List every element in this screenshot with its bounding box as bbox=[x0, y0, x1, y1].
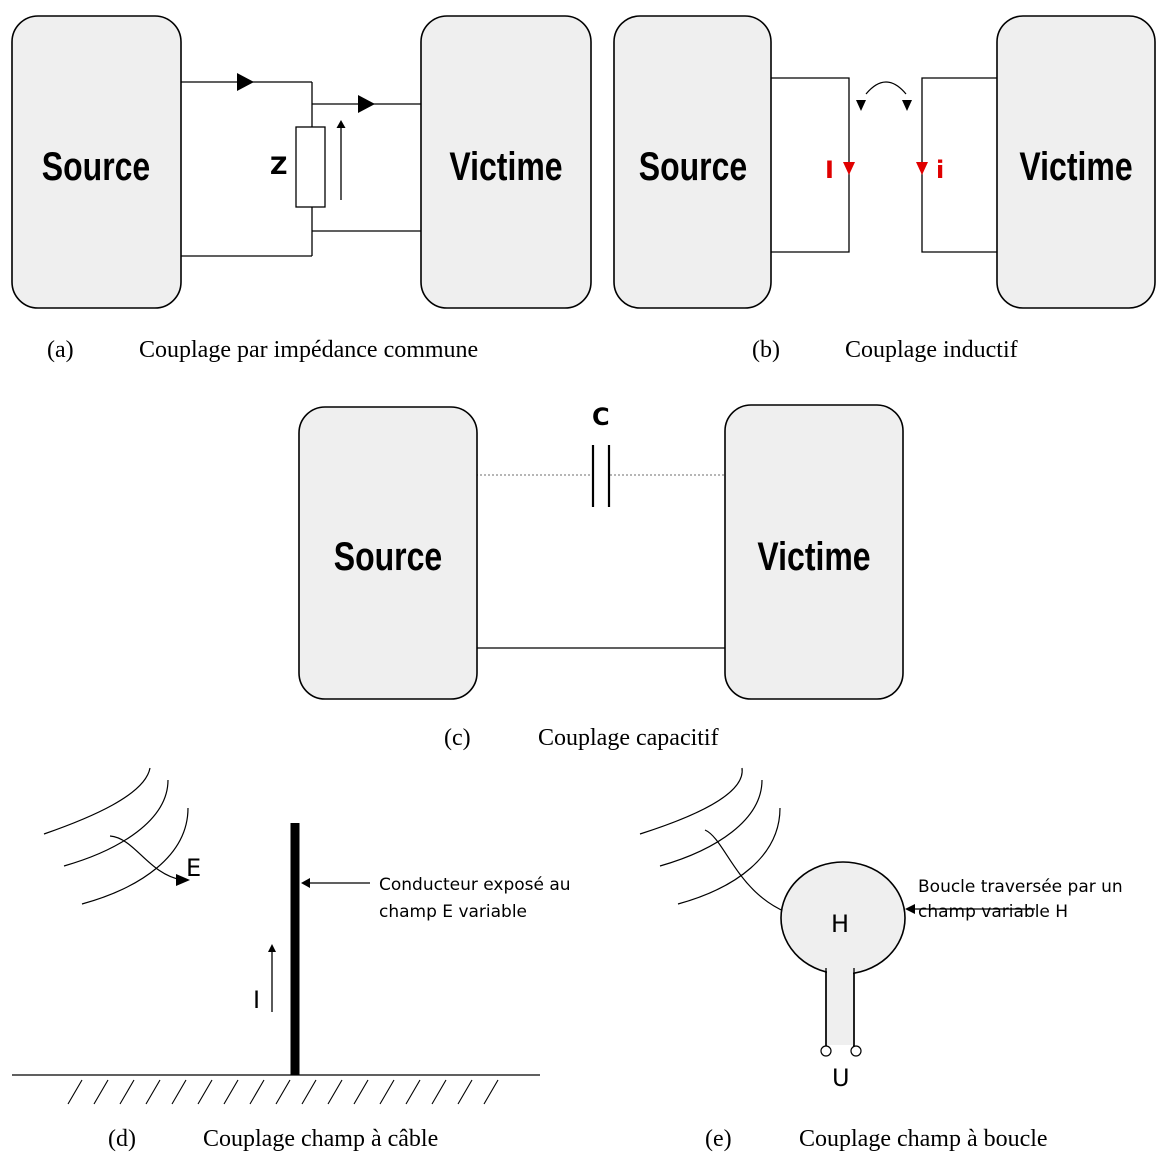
panel-e-wavefront-3 bbox=[677, 807, 781, 905]
panel-b-caption-letter: (b) bbox=[752, 337, 780, 363]
panel-e-voltage-label: U bbox=[832, 1064, 850, 1092]
panel-a-victim-label: Victime bbox=[449, 144, 562, 189]
panel-e-field-label: H bbox=[831, 910, 849, 938]
panel-b-mutual-arrow-right bbox=[902, 100, 912, 111]
panel-b-victim-loop bbox=[921, 77, 998, 253]
panel-e-annotation-arrow-head bbox=[905, 904, 915, 914]
panel-d-wavefront-2 bbox=[63, 779, 169, 867]
panel-d-annotation-line1: Conducteur exposé au bbox=[379, 875, 571, 895]
panel-e-caption-letter: (e) bbox=[705, 1126, 732, 1152]
panel-e-caption: Couplage champ à boucle bbox=[799, 1126, 1048, 1152]
panel-a-current-arrow-2 bbox=[358, 95, 375, 113]
panel-e-annotation-line1: Boucle traversée par un bbox=[918, 877, 1123, 897]
panel-a-caption: Couplage par impédance commune bbox=[139, 337, 478, 363]
panel-e-terminal-left bbox=[820, 1045, 832, 1057]
panel-d-caption: Couplage champ à câble bbox=[203, 1126, 438, 1152]
panel-e-terminal-right bbox=[850, 1045, 862, 1057]
panel-a-impedance-symbol bbox=[295, 126, 326, 208]
panel-c-source-label: Source bbox=[334, 534, 442, 579]
panel-a-victim-box bbox=[420, 15, 592, 309]
panel-c-victim-box bbox=[724, 404, 904, 700]
panel-d-field-label: E bbox=[186, 854, 201, 882]
panel-d-caption-letter: (d) bbox=[108, 1126, 136, 1152]
panel-e-loop-lead-mask bbox=[827, 960, 853, 990]
panel-c-capacitor-label: C bbox=[592, 403, 610, 431]
panel-a-impedance-label: Z bbox=[270, 152, 287, 180]
panel-a-caption-letter: (a) bbox=[47, 337, 74, 363]
panel-c-caption: Couplage capacitif bbox=[538, 725, 719, 751]
panel-d-current-label: I bbox=[253, 986, 260, 1014]
panel-b-source-current-arrow bbox=[843, 162, 855, 175]
panel-b-victim-label: Victime bbox=[1019, 144, 1132, 189]
panel-d-current-arrow-head bbox=[268, 944, 276, 952]
panel-a-current-arrow-1 bbox=[237, 73, 254, 91]
panel-a-common-impedance: Z Source Victime (a) Couplage par impéda… bbox=[11, 15, 592, 363]
panel-d-field-arrow-curve bbox=[109, 835, 183, 881]
panel-b-caption: Couplage inductif bbox=[845, 337, 1018, 363]
panel-a-voltage-arrow-head bbox=[336, 120, 346, 128]
panel-e-wavefront-2 bbox=[659, 779, 763, 867]
panel-d-ground-hatching bbox=[67, 1079, 499, 1105]
panel-b-victim-box bbox=[996, 15, 1156, 309]
panel-c-capacitive: C Source Victime (c) Couplage capacitif bbox=[298, 403, 904, 751]
panel-c-victim-label: Victime bbox=[757, 534, 870, 579]
panel-d-field-arrow-head bbox=[176, 874, 190, 886]
panel-e-field-to-loop: H U Boucle traversée par un champ variab… bbox=[639, 767, 1123, 1152]
panel-b-source-label: Source bbox=[639, 144, 747, 189]
panel-a-source-box bbox=[11, 15, 182, 309]
panel-c-caption-letter: (c) bbox=[444, 725, 471, 751]
panel-d-field-to-cable: E Conducteur exposé au champ E variable … bbox=[12, 767, 571, 1152]
panel-c-source-box bbox=[298, 406, 478, 700]
panel-e-annotation-line2: champ variable H bbox=[918, 902, 1068, 922]
panel-e-wavefront-1 bbox=[639, 767, 743, 835]
panel-d-wavefront-3 bbox=[81, 807, 189, 905]
panel-d-annotation-arrow-head bbox=[301, 878, 310, 888]
panel-b-mutual-coupling-arc bbox=[865, 81, 907, 95]
panel-b-victim-current-label: i bbox=[936, 156, 944, 184]
panel-b-source-box bbox=[613, 15, 772, 309]
panel-b-victim-current-arrow bbox=[916, 162, 928, 175]
panel-d-annotation-line2: champ E variable bbox=[379, 902, 527, 922]
panel-a-source-label: Source bbox=[42, 144, 150, 189]
panel-b-source-current-label: I bbox=[825, 156, 834, 184]
panel-b-mutual-arrow-left bbox=[856, 100, 866, 111]
panel-d-wavefront-1 bbox=[43, 767, 151, 835]
panel-b-source-loop bbox=[770, 77, 850, 253]
panel-b-inductive: I i Source Victime (b) Couplage inductif bbox=[613, 15, 1156, 363]
